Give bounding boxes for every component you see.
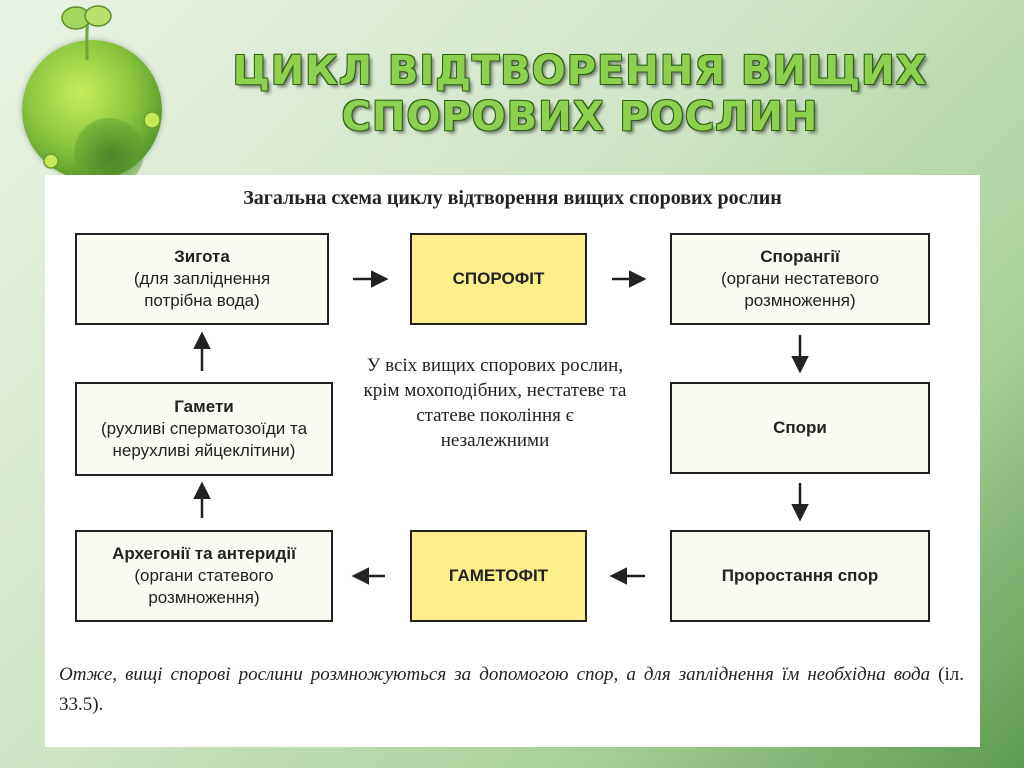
box-spores-name: Спори xyxy=(773,418,827,437)
box-organs-desc: (органи статевого розмноження) xyxy=(134,566,274,607)
box-zygote-name: Зигота xyxy=(174,247,230,266)
slide-title-line2: СПОРОВИХ РОСЛИН xyxy=(341,94,819,140)
box-sporophyte-name: СПОРОФІТ xyxy=(452,269,545,288)
sprout-icon xyxy=(61,5,112,61)
box-gametophyte: ГАМЕТОФІТ xyxy=(410,530,587,622)
scheme-title: Загальна схема циклу відтворення вищих с… xyxy=(243,187,782,209)
box-gametes-desc: (рухливі сперматозоїди та нерухливі яйце… xyxy=(100,419,308,460)
small-leaf-icon xyxy=(143,111,161,129)
box-germination: Проростання спор xyxy=(670,530,930,622)
box-sporangia-desc: (органи нестатевого розмноження) xyxy=(720,269,880,310)
box-organs-name: Архегонії та антеридії xyxy=(112,544,296,563)
small-leaf-icon xyxy=(43,153,59,169)
box-gametes: Гамети (рухливі сперматозоїди та нерухли… xyxy=(75,382,333,476)
center-note: У всіх вищих спорових рослин, крім мохоп… xyxy=(363,355,627,451)
slide-title-line1: ЦИКЛ ВІДТВОРЕННЯ ВИЩИХ xyxy=(232,48,928,94)
conclusion-text: Отже, вищі спорові рослини розмножуються… xyxy=(59,660,964,720)
cycle-arrows xyxy=(193,270,809,585)
box-sporangia-name: Спорангії xyxy=(760,247,840,266)
box-germination-name: Проростання спор xyxy=(721,566,879,585)
box-gametes-name: Гамети xyxy=(174,397,234,416)
box-zygote-desc: (для запліднення потрібна вода) xyxy=(133,269,271,310)
box-zygote: Зигота (для запліднення потрібна вода) xyxy=(75,233,329,325)
box-organs: Архегонії та антеридії (органи статевого… xyxy=(75,530,333,622)
box-sporangia: Спорангії (органи нестатевого розмноженн… xyxy=(670,233,930,325)
slide-title: ЦИКЛ ВІДТВОРЕННЯ ВИЩИХ СПОРОВИХ РОСЛИН xyxy=(220,48,940,140)
box-spores: Спори xyxy=(670,382,930,474)
scheme-panel: Загальна схема циклу відтворення вищих с… xyxy=(45,175,980,747)
conclusion-italic: Отже, вищі спорові рослини розмножуються… xyxy=(59,664,931,685)
box-sporophyte: СПОРОФІТ xyxy=(410,233,587,325)
conclusion-reference: (іл. 33.5). xyxy=(59,664,965,715)
box-gametophyte-name: ГАМЕТОФІТ xyxy=(448,566,549,585)
